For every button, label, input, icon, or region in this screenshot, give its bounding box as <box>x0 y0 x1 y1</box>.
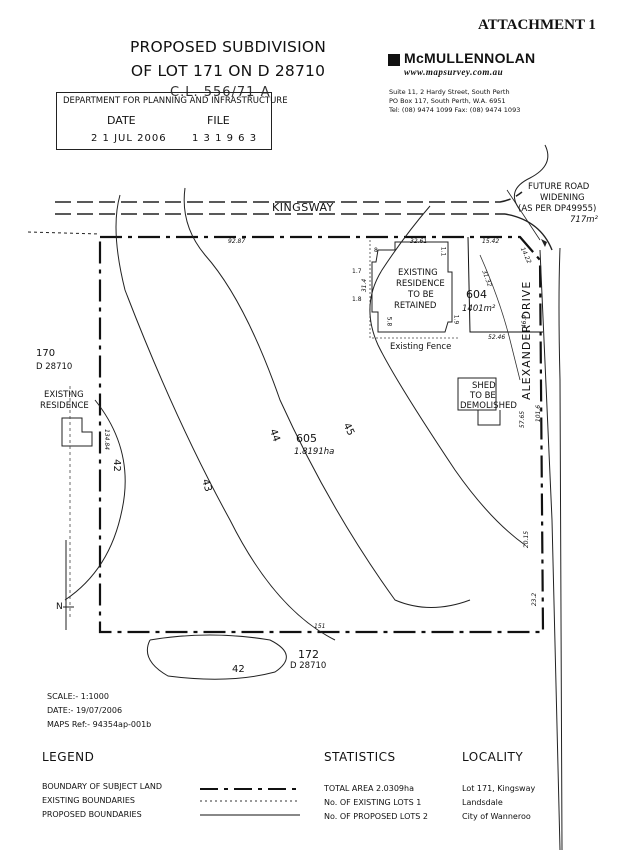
contour-label-42-west: 42 <box>110 459 122 472</box>
dim-top-frontage: 92.87 <box>228 238 246 245</box>
dim-fence-5-8: 5.8 <box>385 316 393 327</box>
subject-land-boundary <box>98 235 545 634</box>
stamp-date-value: 2 1 JUL 2006 <box>91 133 167 144</box>
future-road-area: 717m² <box>570 215 598 225</box>
contour-44 <box>183 187 471 608</box>
statistics-proposed-lots: No. OF PROPOSED LOTS 2 <box>324 812 428 821</box>
dim-house-left: 31.4 <box>361 278 369 293</box>
dim-house-top: 32.61 <box>410 238 428 245</box>
shed-extension <box>477 410 501 426</box>
stamp-department: DEPARTMENT FOR PLANNING AND INFRASTRUCTU… <box>63 96 288 106</box>
scale-text: SCALE:- 1:1000 <box>47 692 109 701</box>
date-text: DATE:- 19/07/2006 <box>47 706 123 715</box>
stamp-file-label: FILE <box>207 114 230 127</box>
company-phone: Tel: (08) 9474 1099 Fax: (08) 9474 1093 <box>389 106 521 114</box>
dim-east-23-2: 23.2 <box>531 592 539 607</box>
lot-604-contour <box>479 254 521 381</box>
house-dotted-inner <box>369 240 458 339</box>
plan-title-line2: OF LOT 171 ON D 28710 <box>130 62 326 80</box>
shed-line2: TO BE <box>470 391 496 401</box>
legend-item-subject: BOUNDARY OF SUBJECT LAND <box>42 782 163 791</box>
logo-block-icon <box>388 54 400 66</box>
future-road-line1: FUTURE ROAD <box>528 182 590 192</box>
contour-north-east <box>513 144 549 211</box>
attachment-label: ATTACHMENT 1 <box>478 17 596 33</box>
dim-left-1-7: 1.7 <box>352 268 362 275</box>
dim-east-20-15: 20.15 <box>523 530 531 549</box>
plan-title-line1: PROPOSED SUBDIVISION <box>129 38 327 56</box>
statistics-total-area: TOTAL AREA 2.0309ha <box>324 784 414 793</box>
maps-ref-text: MAPS Ref:- 94354ap-001b <box>47 720 152 729</box>
alexander-drive-label: ALEXANDER DRIVE <box>520 280 533 400</box>
lot-170-number: 170 <box>36 348 56 359</box>
legend-item-proposed: PROPOSED BOUNDARIES <box>42 810 142 819</box>
existing-residence-line2: RESIDENCE <box>396 279 445 289</box>
existing-residence-line3: TO BE <box>408 290 434 300</box>
dim-corner-top: 15.42 <box>482 238 500 245</box>
future-widening-leader <box>506 189 541 241</box>
kingsway-road-label: KINGSWAY <box>272 201 334 214</box>
dim-east-46-9: 46.9 <box>521 314 529 329</box>
contour-42-west <box>64 399 126 601</box>
shed-line3: DEMOLISHED <box>460 401 517 411</box>
lot-604-area: 1401m² <box>462 304 496 314</box>
shed-line1: SHED <box>472 381 496 391</box>
future-widening-curve <box>504 213 553 251</box>
statistics-heading: STATISTICS <box>324 750 396 764</box>
planning-department-stamp: DEPARTMENT FOR PLANNING AND INFRASTRUCTU… <box>56 92 288 150</box>
lot-605-number: 605 <box>296 432 317 445</box>
dim-right-1-1: 1.1 <box>439 246 447 257</box>
company-name: McMULLENNOLAN <box>404 50 536 66</box>
existing-residence-outline <box>371 241 453 333</box>
shed-outline <box>457 377 497 411</box>
north-label: N <box>56 602 63 612</box>
lot-170-plan: D 28710 <box>36 362 73 372</box>
dim-left-8: 8 <box>374 247 378 254</box>
dim-east-57-65: 57.65 <box>519 410 527 429</box>
dim-bottom-52-46: 52.46 <box>488 334 506 341</box>
lot-604-proposed-boundary <box>467 236 543 333</box>
dim-west-134-84: 134.84 <box>103 429 110 450</box>
west-residence-line2: RESIDENCE <box>40 401 89 411</box>
contour-label-42-south: 42 <box>232 664 245 675</box>
existing-residence-line1: EXISTING <box>398 268 438 278</box>
stamp-date-label: DATE <box>107 114 136 127</box>
north-arrow-icon <box>58 540 74 630</box>
alexander-west-edge <box>539 249 561 851</box>
lot-605-area: 1.8191ha <box>294 447 335 457</box>
lot-172-number: 172 <box>298 648 319 661</box>
lot-604-number: 604 <box>466 288 487 301</box>
company-website: www.mapsurvey.com.au <box>404 67 504 77</box>
locality-lot: Lot 171, Kingsway <box>462 784 536 793</box>
dim-east-101-6: 101.6 <box>535 404 543 423</box>
existing-fence-label: Existing Fence <box>390 342 452 352</box>
alexander-east-edge <box>558 247 563 851</box>
kingsway-lower-boundary <box>27 231 101 235</box>
company-address-2: PO Box 117, South Perth, W.A. 6951 <box>389 97 506 105</box>
dim-right-1-9: 1.9 <box>452 314 460 325</box>
locality-heading: LOCALITY <box>462 750 524 764</box>
kingsway-north-edge <box>55 191 523 203</box>
contour-43 <box>115 194 336 641</box>
lot-170-residence-outline <box>61 417 93 447</box>
future-road-arrow-icon <box>541 239 547 247</box>
west-residence-line1: EXISTING <box>44 390 84 400</box>
future-road-line3: (AS PER DP49955) <box>518 204 597 214</box>
company-address-1: Suite 11, 2 Hardy Street, South Perth <box>389 88 510 96</box>
dim-left-1-8: 1.8 <box>352 296 362 303</box>
existing-residence-line4: RETAINED <box>394 301 437 311</box>
legend-item-existing: EXISTING BOUNDARIES <box>42 796 135 805</box>
legend-heading: LEGEND <box>42 750 95 764</box>
dim-south-151: 151 <box>314 623 326 630</box>
statistics-existing-lots: No. OF EXISTING LOTS 1 <box>324 798 422 807</box>
locality-council: City of Wanneroo <box>462 812 531 821</box>
contour-45 <box>369 205 526 546</box>
future-road-line2: WIDENING <box>540 193 585 203</box>
locality-suburb: Landsdale <box>462 798 503 807</box>
contour-42-south <box>146 634 287 680</box>
lot-172-plan: D 28710 <box>290 661 327 671</box>
stamp-file-value: 1 3 1 9 6 3 <box>192 133 258 144</box>
